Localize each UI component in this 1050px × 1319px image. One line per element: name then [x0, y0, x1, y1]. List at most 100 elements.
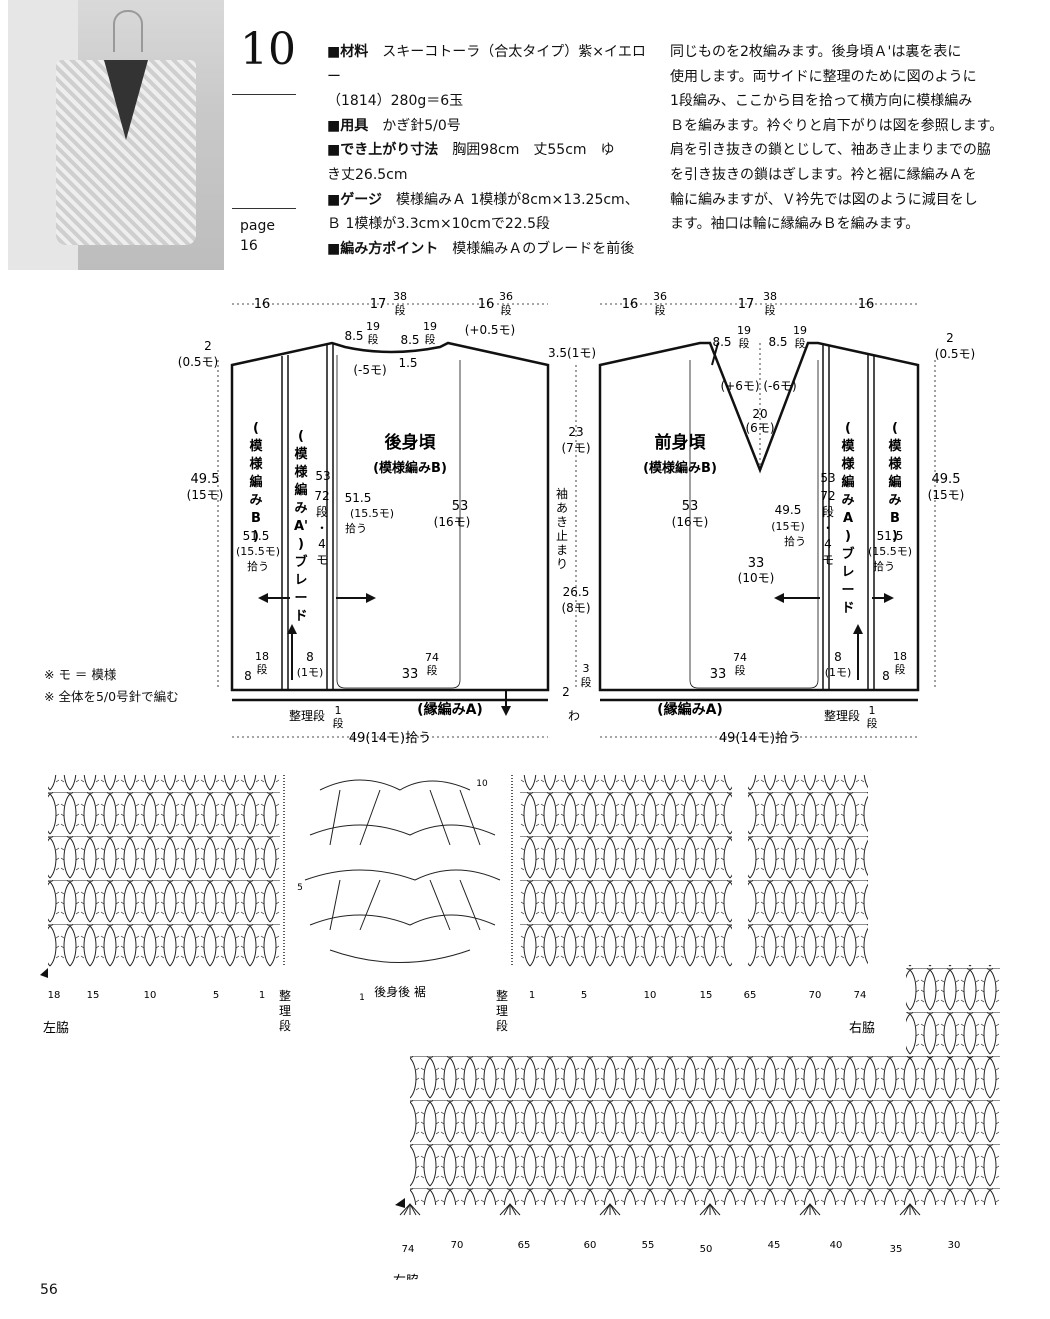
side-dim: 26.5 [563, 585, 590, 599]
armhole-dim: (7モ) [562, 441, 591, 455]
rows-label: 36 [653, 290, 667, 303]
left-side-label: 左脇 [43, 1021, 69, 1036]
height-dim: 51.5 [243, 529, 270, 543]
seiri-vertical: 理 [279, 1004, 291, 1018]
v-dim: 20 [752, 407, 767, 421]
neck-dim: 8.5 [768, 335, 787, 349]
vertical-label: 4 [318, 537, 326, 551]
height-dim: 53 [820, 471, 835, 485]
chart-tick: 5 [213, 990, 219, 1001]
seiri-rows: 1 [869, 704, 876, 717]
shell-stitch [899, 1202, 921, 1216]
start-marker-icon [40, 968, 48, 978]
neck-dim: 8.5 [712, 335, 731, 349]
finished-size-text: 胸囲98cm 丈55cm ゆ [452, 142, 615, 159]
back-subtitle: (模様編みB) [373, 460, 447, 476]
height-dim: 拾う [873, 559, 895, 573]
edge-label: (縁編みA) [657, 701, 723, 718]
shoulder-dim: (0.5モ) [935, 347, 975, 361]
chart-tick: 5 [581, 990, 587, 1001]
back-body-outline [230, 341, 550, 692]
dim-label: 16 [254, 297, 271, 312]
shell-stitch [699, 1202, 721, 1216]
notes: ※ モ ＝ 模様 ※ 全体を5/0号針で編む [44, 664, 179, 708]
neck-dim: 8.5 [344, 329, 363, 343]
chart-tick: 65 [518, 1240, 531, 1251]
neck-dim: (-5モ) [353, 363, 386, 377]
materials-text: スキーコトーラ（合太タイプ）紫×イエロー [327, 44, 646, 85]
page-reference: page 16 [240, 216, 275, 256]
seiri-rows: 段 [867, 716, 878, 730]
chart-tick: 15 [700, 990, 713, 1001]
instruction-line: 輪に編みますが、Ｖ衿先では図のように減目をし [670, 191, 978, 208]
bottom-rows: 段 [427, 663, 438, 677]
vertical-label: ( [845, 421, 851, 436]
front-body-outline [598, 341, 920, 692]
arrowhead [366, 593, 376, 603]
chart-tick: 1 [259, 990, 265, 1001]
shell-stitch [499, 1202, 521, 1216]
vertical-label: 様 [249, 456, 263, 472]
bottom-rows: 74 [733, 651, 747, 664]
chart-tick: 18 [48, 990, 61, 1001]
seiri-label: 整理段 [824, 708, 860, 723]
chart-tick: 15 [87, 990, 100, 1001]
instruction-line: を引き抜きの鎖はぎします。衿と裾に縁編みＡを [670, 166, 977, 183]
bottom-dim: 8 [882, 669, 890, 683]
height-dim: 49.5 [932, 472, 961, 487]
vertical-label: ) [298, 537, 304, 552]
braid-motif [304, 779, 501, 963]
armhole-label: き [556, 515, 568, 529]
chart-tick: 70 [809, 990, 822, 1001]
divider [232, 94, 296, 95]
dim-label: 17 [370, 297, 387, 312]
chart-tick: 40 [830, 1240, 843, 1251]
neck-dim: 8.5 [400, 333, 419, 347]
vertical-label: 様 [888, 456, 902, 472]
height-dim: 51.5 [877, 529, 904, 543]
vertical-label: モ [822, 553, 834, 567]
center-dim: 33 [748, 556, 765, 571]
arrowhead [287, 624, 297, 634]
neck-rows: 段 [425, 332, 436, 346]
arrowhead [258, 593, 268, 603]
center-dim: 53 [682, 499, 699, 514]
bottom-dim: 8 [834, 650, 842, 664]
v-dim: (+6モ) [720, 379, 759, 393]
vertical-label: 様 [841, 456, 855, 472]
vertical-label: み [294, 501, 307, 516]
vertical-label: ( [892, 421, 898, 436]
back-title: 後身頃 [385, 432, 437, 453]
shell-stitch [799, 1202, 821, 1216]
edging-shells [399, 1202, 921, 1216]
vertical-label: ド [294, 609, 307, 624]
armhole-label: あ [556, 501, 568, 515]
bottom-rows: 74 [425, 651, 439, 664]
materials-text-2: （1814）280g＝6玉 [327, 93, 464, 110]
seiri-rows: 段 [333, 716, 344, 730]
dim-label: 17 [738, 297, 755, 312]
hanger-icon [113, 10, 143, 52]
height-dim: 53 [315, 469, 330, 483]
shoulder-dim: 3.5(1モ) [548, 346, 596, 360]
front-leader-line [689, 360, 819, 689]
points-label: ■編み方ポイント [327, 240, 439, 257]
center-dim: (10モ) [738, 571, 775, 585]
materials-label: ■材料 [327, 44, 369, 60]
arrowhead [501, 706, 511, 716]
vertical-label: ) [845, 529, 851, 544]
schematic-diagram: 16 17 16 38 段 36 段 8.5 19 段 8.5 19 段 (+0… [178, 290, 975, 746]
front-subtitle: (模様編みB) [643, 460, 717, 476]
neck-rows: 段 [368, 332, 379, 346]
edge-dim: 2 [562, 685, 570, 699]
vertical-label: ブ [294, 554, 307, 570]
height-dim: (15.5モ) [868, 545, 912, 558]
chart-tick: 55 [642, 1240, 655, 1251]
chart-tick: 70 [451, 1240, 464, 1251]
dim-label: 16 [858, 297, 875, 312]
rows-label: 3 [583, 662, 590, 675]
height-dim: 拾う [345, 521, 367, 535]
chart-tick: 74 [402, 1244, 415, 1255]
vertical-label: 模 [841, 438, 855, 454]
height-dim: (15モ) [187, 488, 224, 502]
